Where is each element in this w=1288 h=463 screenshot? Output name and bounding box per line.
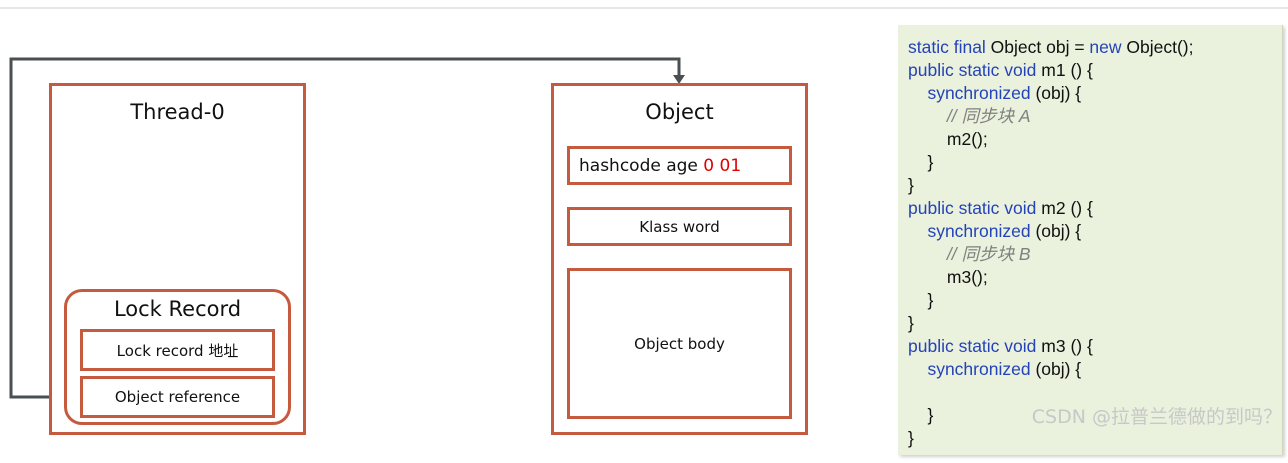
code-text xyxy=(908,83,927,103)
code-text: } xyxy=(908,313,914,333)
code-text: Object(); xyxy=(1121,37,1194,57)
lock-state-bits: 0 01 xyxy=(703,155,742,176)
code-text: } xyxy=(908,152,934,172)
object-reference-label: Object reference xyxy=(114,388,241,406)
code-text: (obj) { xyxy=(1030,221,1082,241)
object-body-label: Object body xyxy=(634,334,725,353)
code-line: m2(); xyxy=(908,128,1282,151)
code-line: synchronized (obj) { xyxy=(908,220,1282,243)
code-keyword: synchronized xyxy=(927,359,1031,379)
code-line xyxy=(908,381,1282,404)
code-text: m1 () { xyxy=(1036,60,1093,80)
code-text: (obj) { xyxy=(1030,83,1082,103)
code-line: static final Object obj = new Object(); xyxy=(908,36,1282,59)
code-keyword: new xyxy=(1089,37,1122,57)
code-text: } xyxy=(908,428,914,448)
code-keyword: public static void xyxy=(908,336,1037,356)
code-keyword: static final xyxy=(908,37,986,57)
lock-record-address-field: Lock record 地址 xyxy=(80,329,275,371)
code-line: synchronized (obj) { xyxy=(908,358,1282,381)
code-text: } xyxy=(908,175,914,195)
code-line: synchronized (obj) { xyxy=(908,82,1282,105)
code-line: public static void m2 () { xyxy=(908,197,1282,220)
mark-word-field: hashcode age 0 01 xyxy=(567,146,792,185)
lock-record-title: Lock Record xyxy=(113,297,242,321)
code-text: m2(); xyxy=(908,129,988,149)
top-divider xyxy=(0,7,1288,9)
code-text: Object obj = xyxy=(985,37,1090,57)
code-text: m2 () { xyxy=(1036,198,1093,218)
code-comment: // 同步块 A xyxy=(908,106,1031,126)
code-line: } xyxy=(908,312,1282,335)
code-keyword: public static void xyxy=(908,198,1037,218)
code-line: public static void m3 () { xyxy=(908,335,1282,358)
object-title: Object xyxy=(645,100,714,124)
code-line: } xyxy=(908,427,1282,450)
code-line: } xyxy=(908,174,1282,197)
code-text: m3(); xyxy=(908,267,988,287)
thread-title: Thread-0 xyxy=(130,100,225,124)
code-line: m3(); xyxy=(908,266,1282,289)
code-line: // 同步块 B xyxy=(908,243,1282,266)
code-line: } xyxy=(908,404,1282,427)
klass-word-field: Klass word xyxy=(567,207,792,246)
code-text: } xyxy=(908,290,934,310)
code-keyword: public static void xyxy=(908,60,1037,80)
object-reference-field: Object reference xyxy=(80,376,275,418)
code-text xyxy=(908,359,927,379)
code-keyword: synchronized xyxy=(927,83,1031,103)
code-panel: static final Object obj = new Object();p… xyxy=(898,25,1283,455)
code-line: public static void m1 () { xyxy=(908,59,1282,82)
object-body-field: Object body xyxy=(567,268,792,419)
code-line: } xyxy=(908,151,1282,174)
mark-word-label: hashcode age xyxy=(579,155,704,176)
code-comment: // 同步块 B xyxy=(908,244,1031,264)
klass-word-label: Klass word xyxy=(639,217,720,236)
code-line: // 同步块 A xyxy=(908,105,1282,128)
code-text: m3 () { xyxy=(1036,336,1093,356)
code-text: (obj) { xyxy=(1030,359,1082,379)
watermark: CSDN @拉普兰德做的到吗？ xyxy=(1031,406,1282,428)
lock-record-address-label: Lock record 地址 xyxy=(116,341,239,360)
code-text xyxy=(908,221,927,241)
code-text: } xyxy=(908,405,934,425)
code-line: } xyxy=(908,289,1282,312)
code-keyword: synchronized xyxy=(927,221,1031,241)
